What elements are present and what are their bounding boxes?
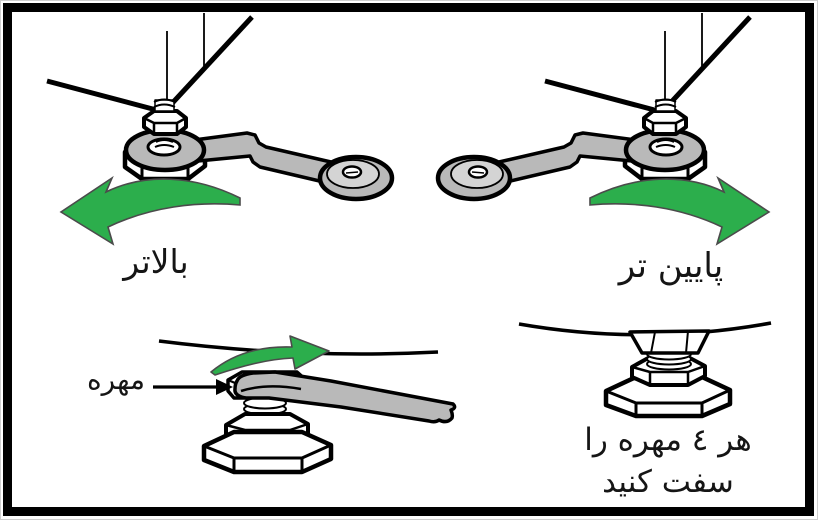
leveling-foot <box>201 429 334 475</box>
caption-lower: پایین تر <box>618 246 724 286</box>
caption-tighten-line2: سفت کنید <box>602 464 734 500</box>
caption-tighten-nuts: هر ٤ مهره را سفت کنید <box>564 419 772 503</box>
open-end-wrench <box>233 370 457 424</box>
machine-corner-lines <box>47 13 252 112</box>
caption-higher: بالاتر <box>123 242 189 281</box>
rotate-left-arrow-icon <box>60 177 241 245</box>
bolt-head <box>628 329 711 355</box>
rotate-clockwise-arrow-icon <box>210 335 330 376</box>
machine-corner-lines <box>545 13 750 112</box>
caption-tighten-line1: هر ٤ مهره را <box>584 422 752 458</box>
nut-pointer-arrow <box>153 379 233 395</box>
panel-raise <box>47 13 392 245</box>
wrench-jaw-line <box>240 385 302 393</box>
panel-lower <box>438 13 770 245</box>
nut-label: مهره <box>86 363 146 396</box>
panel-tighten-nut <box>153 335 457 475</box>
panel-foot-detail <box>518 321 772 419</box>
rotate-right-arrow-icon <box>589 177 770 245</box>
